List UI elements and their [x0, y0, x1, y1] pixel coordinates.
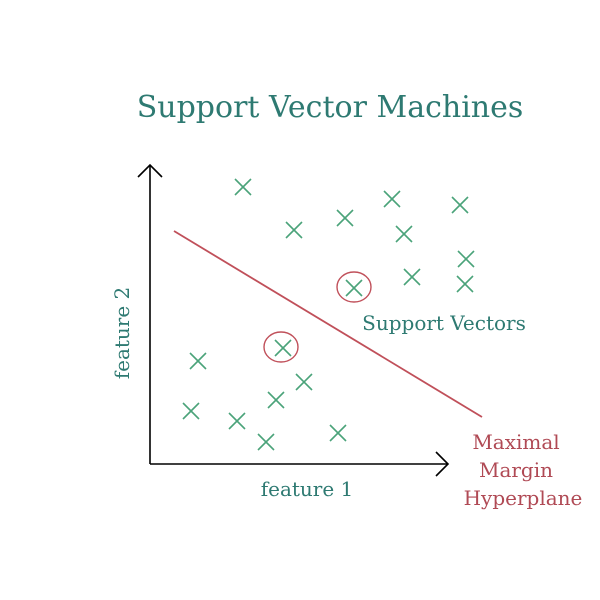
diagram-title: Support Vector Machines	[137, 90, 524, 125]
x-mark-icon	[285, 221, 303, 239]
x-mark-icon	[403, 268, 421, 286]
x-mark-icon	[274, 339, 292, 357]
y-axis-arrow-icon	[137, 163, 163, 178]
axes	[137, 163, 450, 477]
x-mark-icon	[456, 275, 474, 293]
x-mark-icon	[228, 412, 246, 430]
x-mark-icon	[395, 225, 413, 243]
support-vector-highlights	[263, 271, 372, 363]
x-mark-icon	[189, 352, 207, 370]
x-mark-icon	[451, 196, 469, 214]
x-mark-icon	[295, 373, 313, 391]
circle-highlight-icon	[263, 331, 299, 363]
hyperplane-label-line-3: Hyperplane	[464, 486, 583, 510]
x-mark-icon	[457, 250, 475, 268]
hyperplane-label: Maximal Margin Hyperplane	[464, 430, 583, 510]
x-mark-icon	[182, 402, 200, 420]
hyperplane-label-line-2: Margin	[479, 458, 553, 482]
x-mark-icon	[267, 391, 285, 409]
x-mark-icon	[234, 178, 252, 196]
y-axis-label: feature 2	[110, 287, 134, 380]
data-points	[182, 178, 475, 451]
x-mark-icon	[345, 279, 363, 297]
support-vectors-label: Support Vectors	[362, 311, 526, 335]
x-axis-label: feature 1	[261, 477, 354, 501]
x-mark-icon	[329, 424, 347, 442]
circle-highlight-icon	[336, 271, 372, 303]
x-mark-icon	[336, 209, 354, 227]
hyperplane-label-line-1: Maximal	[472, 430, 559, 454]
x-mark-icon	[383, 190, 401, 208]
x-axis-arrow-icon	[435, 451, 450, 477]
hyperplane-line	[173, 230, 483, 418]
x-mark-icon	[257, 433, 275, 451]
